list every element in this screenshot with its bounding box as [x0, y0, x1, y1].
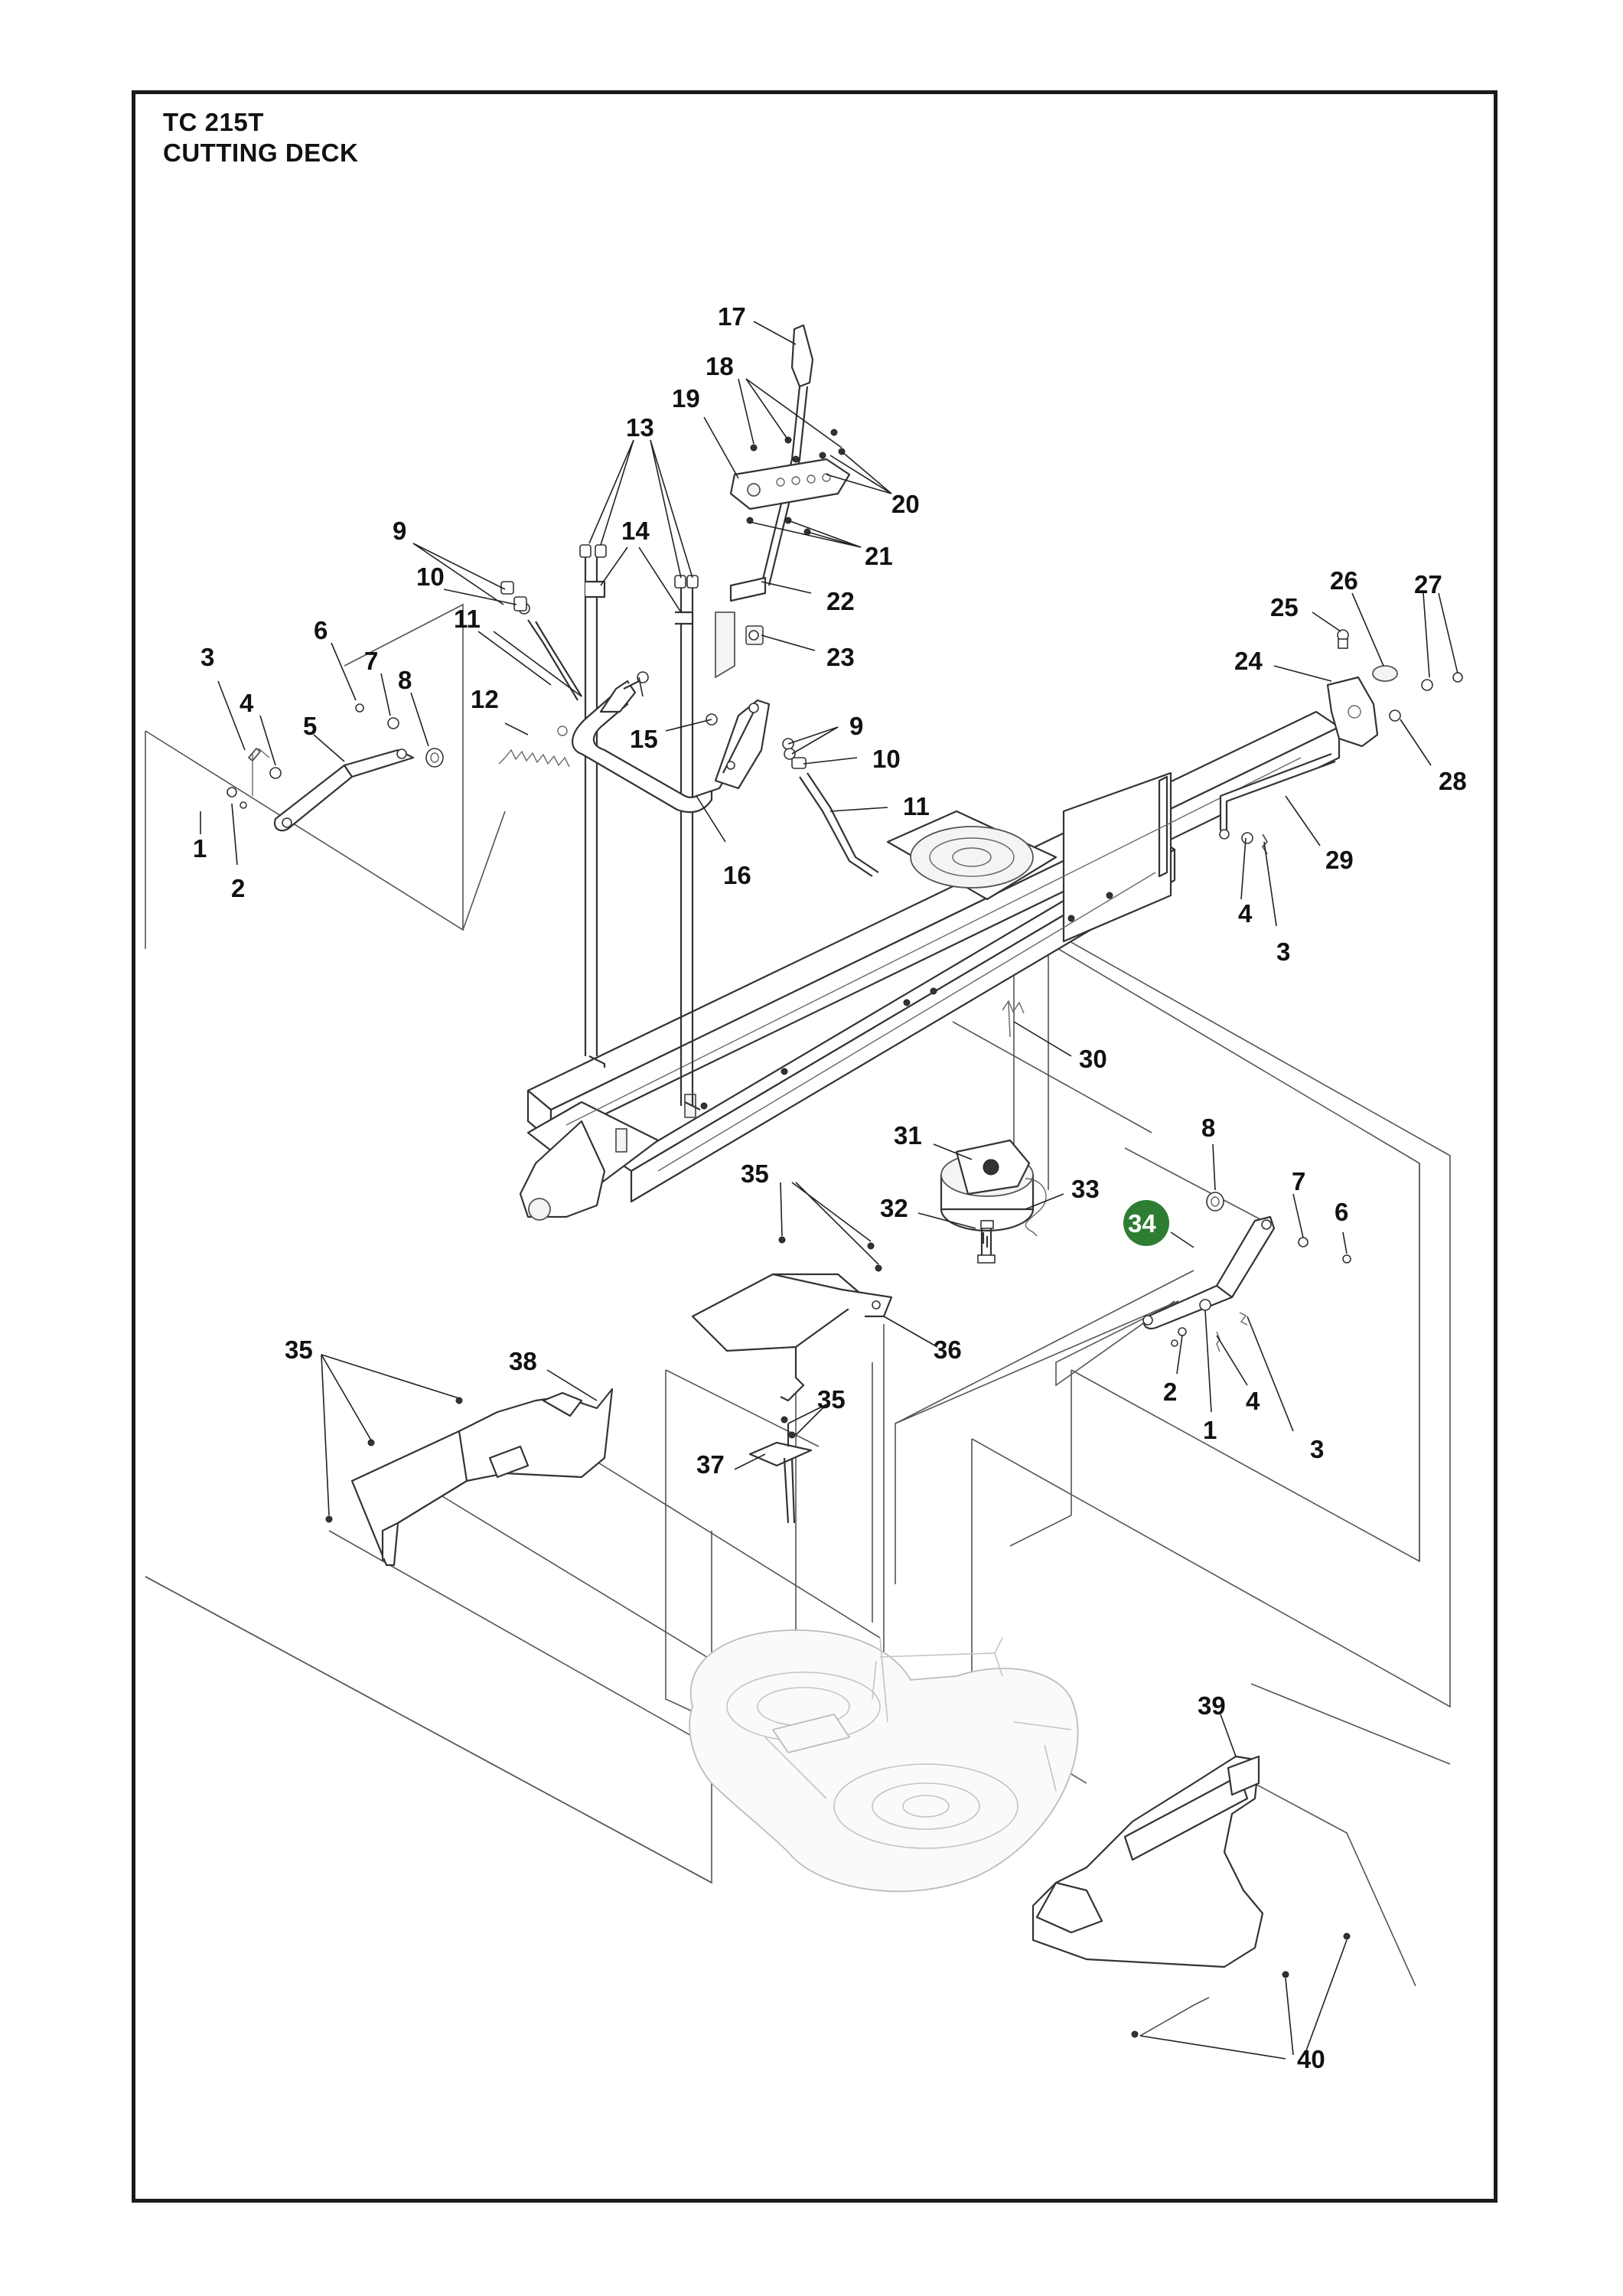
callout-2-right[interactable]: 2 — [1163, 1378, 1177, 1406]
drawing-frame — [132, 90, 1498, 2203]
highlight-badge-34[interactable] — [1123, 1200, 1169, 1246]
callout-7-right[interactable]: 7 — [1292, 1167, 1305, 1195]
hanger-arm-left — [227, 703, 444, 832]
callout-8-left[interactable]: 8 — [398, 666, 412, 694]
callout-2-left[interactable]: 2 — [231, 874, 245, 902]
cutting-deck — [689, 1629, 1079, 1893]
callout-4-left[interactable]: 4 — [240, 689, 254, 717]
callout-7-left[interactable]: 7 — [364, 647, 378, 675]
callout-11-left[interactable]: 11 — [454, 605, 481, 633]
callout-20[interactable]: 20 — [891, 490, 920, 518]
callout-4-right[interactable]: 4 — [1246, 1387, 1260, 1415]
callout-15[interactable]: 15 — [630, 725, 658, 753]
callout-numbers: 1 2 3 4 5 6 7 8 9 10 11 12 13 14 15 16 1… — [193, 302, 1467, 2073]
callout-8-right[interactable]: 8 — [1201, 1114, 1215, 1142]
callout-31[interactable]: 31 — [894, 1121, 922, 1150]
left-side-guard — [350, 1388, 614, 1567]
callout-35-lower[interactable]: 35 — [817, 1385, 846, 1414]
callout-3-left[interactable]: 3 — [200, 643, 214, 671]
callout-35-center[interactable]: 35 — [741, 1159, 769, 1188]
screws — [325, 1236, 1351, 2038]
callout-36[interactable]: 36 — [934, 1336, 962, 1364]
callout-13[interactable]: 13 — [626, 413, 654, 442]
callout-9-right[interactable]: 9 — [849, 712, 863, 740]
callout-35-left[interactable]: 35 — [285, 1336, 313, 1364]
callout-24[interactable]: 24 — [1234, 647, 1263, 675]
callout-22[interactable]: 22 — [826, 587, 855, 615]
callout-12[interactable]: 12 — [471, 685, 499, 713]
lever-bracket — [714, 612, 771, 790]
spring — [498, 726, 570, 768]
model-title: TC 215T — [163, 108, 264, 136]
belt-guard — [691, 1273, 893, 1402]
callout-18[interactable]: 18 — [706, 352, 734, 380]
callout-1-left[interactable]: 1 — [193, 834, 207, 863]
latch-spring — [745, 625, 764, 645]
callout-9-left[interactable]: 9 — [393, 517, 406, 545]
callout-1-right[interactable]: 1 — [1203, 1416, 1217, 1444]
callout-21[interactable]: 21 — [865, 542, 893, 570]
callout-39[interactable]: 39 — [1198, 1691, 1226, 1720]
cable-right — [782, 738, 879, 877]
callout-34[interactable]: 34 — [1128, 1209, 1156, 1238]
section-title: CUTTING DECK — [163, 139, 359, 167]
callout-16[interactable]: 16 — [723, 861, 751, 889]
clutch-spring — [1002, 1000, 1025, 1038]
callout-6-left[interactable]: 6 — [314, 616, 328, 644]
callout-14[interactable]: 14 — [621, 517, 650, 545]
callout-38[interactable]: 38 — [509, 1347, 537, 1375]
callout-6-right[interactable]: 6 — [1335, 1198, 1348, 1226]
callout-3-right-top[interactable]: 3 — [1276, 938, 1290, 966]
height-lever — [729, 324, 851, 602]
callout-11-right[interactable]: 11 — [903, 792, 930, 820]
callout-10-left[interactable]: 10 — [416, 563, 445, 591]
cable-left — [500, 581, 582, 701]
callout-5[interactable]: 5 — [303, 712, 317, 740]
callout-32[interactable]: 32 — [880, 1194, 908, 1222]
callout-3-right[interactable]: 3 — [1310, 1435, 1324, 1463]
callout-29[interactable]: 29 — [1325, 846, 1354, 874]
callout-19[interactable]: 19 — [672, 384, 700, 413]
callout-26[interactable]: 26 — [1330, 566, 1358, 595]
title-block: TC 215T CUTTING DECK — [163, 107, 358, 168]
callout-37[interactable]: 37 — [696, 1450, 725, 1479]
callout-25[interactable]: 25 — [1270, 593, 1299, 621]
callout-17[interactable]: 17 — [718, 302, 746, 331]
idler-bracket — [748, 1416, 813, 1524]
callout-30[interactable]: 30 — [1079, 1045, 1107, 1073]
hanger-arm-right — [1142, 1192, 1351, 1352]
callout-23[interactable]: 23 — [826, 643, 855, 671]
rear-bracket — [1219, 629, 1463, 855]
leader-lines — [200, 321, 1458, 2060]
callout-33[interactable]: 33 — [1071, 1175, 1100, 1203]
callout-27[interactable]: 27 — [1414, 570, 1442, 598]
callout-28[interactable]: 28 — [1439, 767, 1467, 795]
callout-4-right-top[interactable]: 4 — [1238, 899, 1253, 928]
callout-10-right[interactable]: 10 — [872, 745, 901, 773]
pto-clutch — [940, 1139, 1047, 1264]
right-side-guard — [1031, 1755, 1264, 1968]
callout-40[interactable]: 40 — [1297, 2045, 1325, 2073]
projection-guides — [145, 603, 1451, 2037]
